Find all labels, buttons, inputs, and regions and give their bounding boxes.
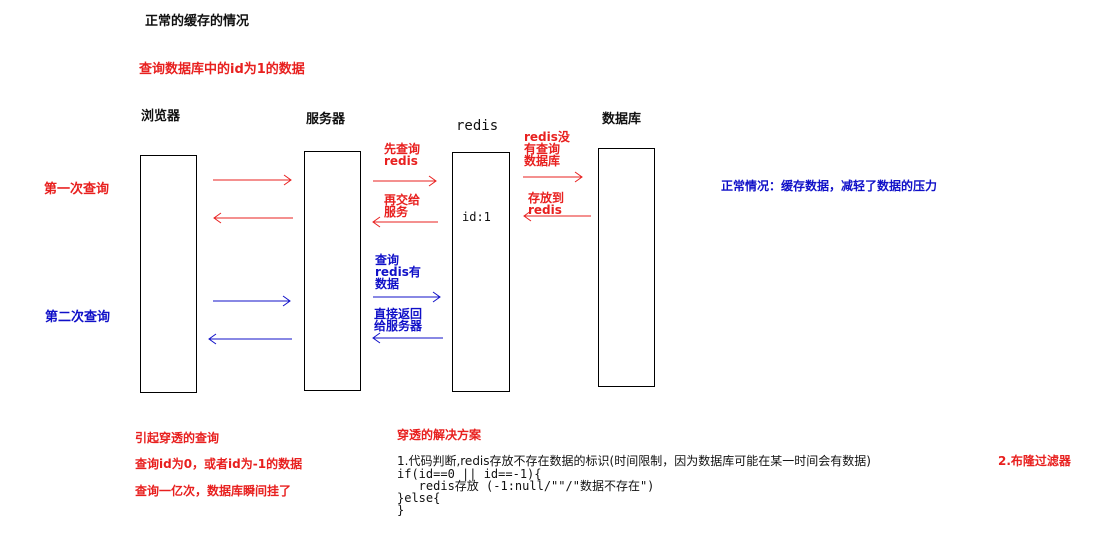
- label-return-to-server: 再交给服务: [384, 193, 421, 219]
- redis-content-label: id:1: [462, 210, 491, 224]
- code-line: redis存放 (-1:null/""/"数据不存在"): [397, 479, 655, 493]
- arrow-redis-to-server-first: [372, 216, 438, 228]
- penetration-title: 引起穿透的查询: [135, 431, 220, 445]
- code-line: }: [397, 503, 405, 517]
- penetration-line-2: 查询一亿次，数据库瞬间挂了: [135, 484, 292, 498]
- column-title-server: 服务器: [306, 112, 346, 127]
- label-redis-miss-query-db: redis没有查询数据库: [524, 130, 570, 168]
- row-label-second-query: 第二次查询: [45, 310, 111, 325]
- solution-item-1: 1.代码判断,redis存放不存在数据的标识(时间限制，因为数据库可能在某一时间…: [397, 454, 871, 468]
- page-subheading: 查询数据库中的id为1的数据: [139, 62, 305, 77]
- column-title-redis: redis: [456, 118, 499, 134]
- arrow-database-to-redis: [523, 210, 591, 222]
- redis-box: id:1: [452, 152, 510, 392]
- solution-title: 穿透的解决方案: [397, 428, 482, 442]
- database-box: [598, 148, 655, 387]
- column-title-browser: 浏览器: [141, 109, 181, 124]
- arrow-server-to-browser-second: [208, 333, 292, 345]
- label-direct-return: 直接返回给服务器: [374, 307, 423, 333]
- arrow-redis-to-server-second: [372, 332, 443, 344]
- solution-item-2: 2.布隆过滤器: [998, 454, 1071, 468]
- arrow-server-to-browser-first: [213, 212, 293, 224]
- row-label-first-query: 第一次查询: [44, 182, 110, 197]
- penetration-line-1: 查询id为0，或者id为-1的数据: [135, 457, 303, 471]
- note-normal-case: 正常情况：缓存数据，减轻了数据的压力: [721, 179, 938, 193]
- server-box: [304, 151, 361, 391]
- arrow-browser-to-server-first: [213, 174, 292, 186]
- arrow-browser-to-server-second: [213, 295, 291, 307]
- arrow-server-to-redis-second: [373, 291, 441, 303]
- code-line: if(id==0 || id==-1){: [397, 467, 542, 481]
- solution-code-block: if(id==0 || id==-1){ redis存放 (-1:null/""…: [397, 468, 654, 516]
- arrow-server-to-redis-first: [373, 175, 437, 187]
- page-heading: 正常的缓存的情况: [145, 14, 250, 29]
- code-line: }else{: [397, 491, 441, 505]
- column-title-database: 数据库: [602, 112, 642, 127]
- browser-box: [140, 155, 197, 393]
- arrow-redis-to-database: [523, 171, 583, 183]
